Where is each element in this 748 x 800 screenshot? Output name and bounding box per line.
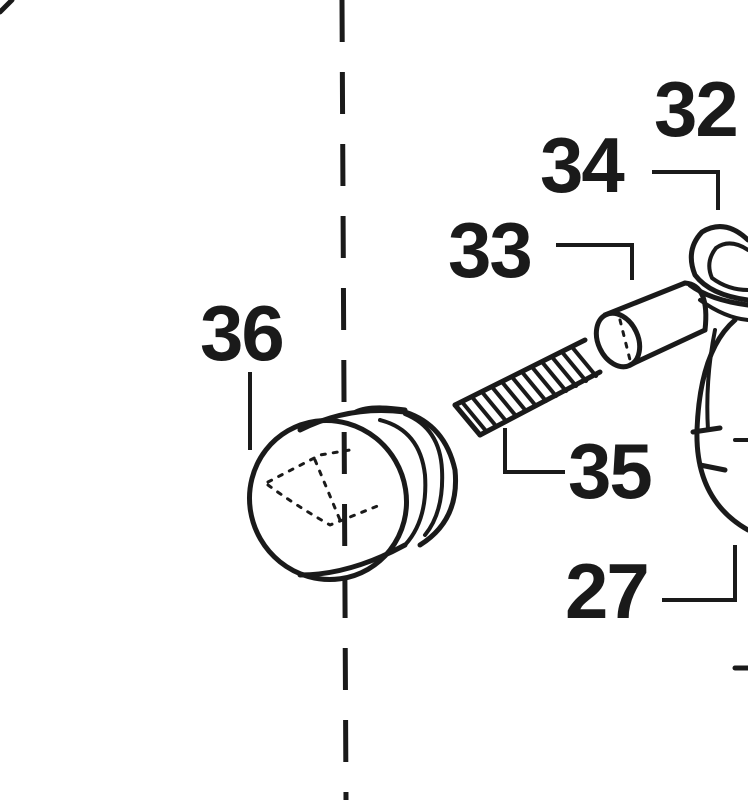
leader-27 (662, 545, 737, 602)
corner-mark (0, 0, 15, 15)
callout-27: 27 (565, 547, 648, 635)
washer-part-34 (687, 282, 748, 322)
leader-35 (503, 428, 565, 474)
spring-part-35 (452, 337, 603, 438)
knob-part-36 (246, 405, 459, 583)
cylinder-part-33 (593, 280, 709, 370)
callout-32: 32 (654, 65, 737, 153)
ring-part-32 (688, 224, 748, 303)
callout-33: 33 (448, 206, 531, 294)
bracket-part-27 (690, 317, 748, 671)
leader-32 (652, 170, 720, 210)
leader-33 (556, 243, 634, 280)
callout-34: 34 (540, 121, 624, 209)
center-axis-line (339, 0, 349, 800)
callout-35: 35 (568, 427, 651, 515)
callout-36: 36 (200, 289, 283, 377)
